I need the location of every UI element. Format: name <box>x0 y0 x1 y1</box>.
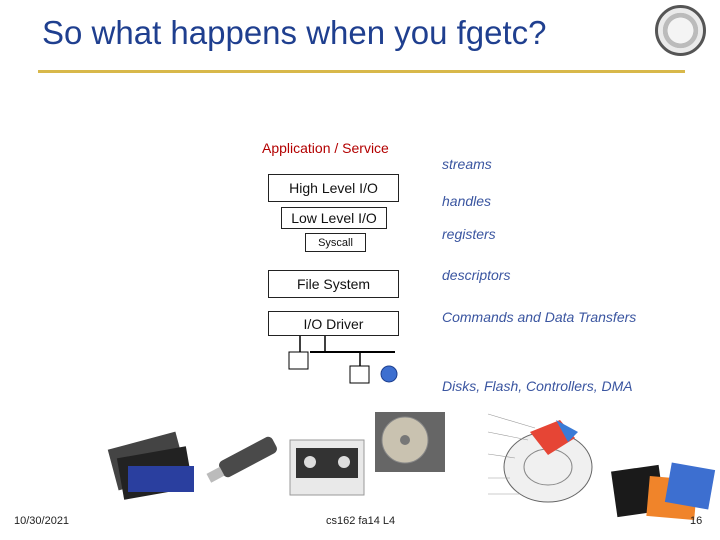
floppy-disks-image <box>611 462 716 521</box>
university-seal-logo <box>655 5 706 56</box>
footer-page-number: 16 <box>690 515 703 527</box>
hard-disk-image <box>375 412 445 472</box>
application-service-label: Application / Service <box>262 140 389 156</box>
io-driver-label: I/O Driver <box>303 316 364 332</box>
annotation-streams: streams <box>442 156 492 172</box>
annotation-devices: Disks, Flash, Controllers, DMA <box>442 378 633 394</box>
annotation-handles: handles <box>442 193 492 209</box>
file-system-box: File System <box>268 270 399 298</box>
controller-box-right <box>349 365 370 384</box>
footer-date: 10/30/2021 <box>14 515 70 527</box>
low-level-io-box: Low Level I/O <box>281 207 387 229</box>
io-driver-box: I/O Driver <box>268 311 399 336</box>
slide-title: So what happens when you fgetc? <box>42 14 547 51</box>
annotation-registers: registers <box>442 226 496 242</box>
footer-course: cs162 fa14 L4 <box>326 515 396 527</box>
annotation-descriptors: descriptors <box>442 267 511 283</box>
syscall-box: Syscall <box>305 233 366 252</box>
disk-drive-diagram-image <box>487 413 593 503</box>
title-underline <box>38 70 685 73</box>
usb-flash-drive-image <box>206 436 277 483</box>
ssd-drives-image <box>107 431 194 500</box>
high-level-io-box: High Level I/O <box>268 174 399 202</box>
low-level-io-label: Low Level I/O <box>291 210 377 226</box>
file-system-label: File System <box>296 276 371 292</box>
controller-box-left <box>288 351 309 370</box>
syscall-label: Syscall <box>318 237 353 249</box>
cassette-tape-image <box>289 439 365 496</box>
high-level-io-label: High Level I/O <box>289 180 378 196</box>
device-dot <box>380 365 398 383</box>
annotation-commands: Commands and Data Transfers <box>442 309 637 325</box>
